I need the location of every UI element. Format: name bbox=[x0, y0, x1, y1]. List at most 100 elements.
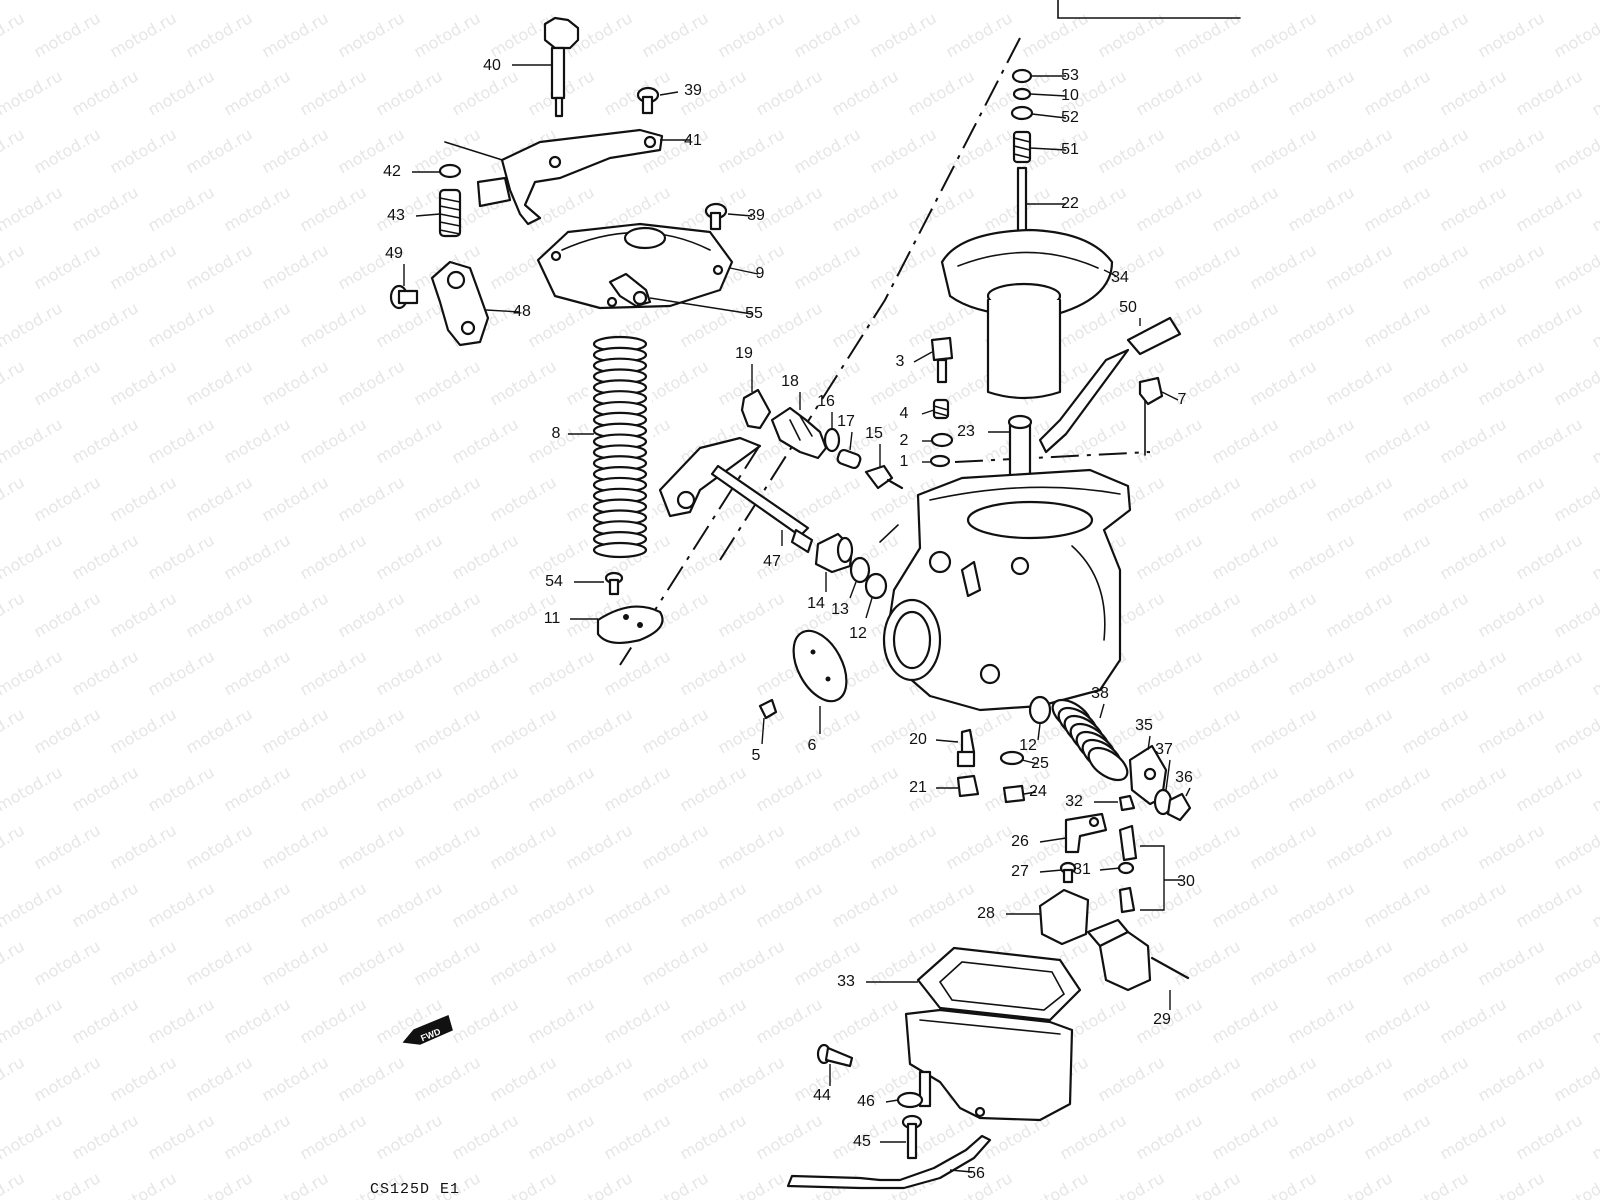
watermark-text: motod.ru bbox=[145, 878, 218, 931]
watermark-text: motod.ru bbox=[449, 1110, 522, 1163]
watermark-text: motod.ru bbox=[31, 8, 104, 61]
watermark-text: motod.ru bbox=[31, 588, 104, 641]
callout-34: 34 bbox=[1111, 269, 1129, 286]
watermark-text: motod.ru bbox=[525, 994, 598, 1047]
watermark-text: motod.ru bbox=[1171, 472, 1244, 525]
watermark-text: motod.ru bbox=[1057, 0, 1130, 3]
watermark-text: motod.ru bbox=[1551, 936, 1600, 989]
watermark-text: motod.ru bbox=[563, 936, 636, 989]
watermark-text: motod.ru bbox=[1437, 762, 1510, 815]
watermark-text: motod.ru bbox=[107, 704, 180, 757]
watermark-text: motod.ru bbox=[563, 1168, 636, 1200]
watermark-text: motod.ru bbox=[221, 414, 294, 467]
watermark-text: motod.ru bbox=[1247, 240, 1320, 293]
callout-9: 9 bbox=[756, 265, 765, 282]
part-16-oring bbox=[823, 427, 841, 453]
watermark-text: motod.ru bbox=[69, 994, 142, 1047]
watermark-text: motod.ru bbox=[1361, 1110, 1434, 1163]
watermark-text: motod.ru bbox=[335, 8, 408, 61]
watermark-text: motod.ru bbox=[563, 1052, 636, 1105]
part-27-screw bbox=[1059, 861, 1077, 884]
watermark-text: motod.ru bbox=[0, 356, 28, 409]
part-24-jet-holder bbox=[1002, 784, 1026, 804]
watermark-text: motod.ru bbox=[0, 66, 66, 119]
part-55-clip bbox=[608, 272, 652, 308]
watermark-text: motod.ru bbox=[297, 530, 370, 583]
part-30-needle-valve bbox=[1117, 824, 1138, 914]
watermark-text: motod.ru bbox=[867, 704, 940, 757]
watermark-text: motod.ru bbox=[791, 820, 864, 873]
watermark-text: motod.ru bbox=[1247, 1168, 1320, 1200]
watermark-text: motod.ru bbox=[145, 414, 218, 467]
watermark-text: motod.ru bbox=[1551, 8, 1600, 61]
watermark-text: motod.ru bbox=[373, 762, 446, 815]
watermark-text: motod.ru bbox=[1437, 66, 1510, 119]
watermark-text: motod.ru bbox=[1323, 472, 1396, 525]
watermark-text: motod.ru bbox=[905, 66, 978, 119]
watermark-text: motod.ru bbox=[221, 762, 294, 815]
watermark-text: motod.ru bbox=[107, 124, 180, 177]
watermark-text: motod.ru bbox=[487, 472, 560, 525]
watermark-text: motod.ru bbox=[0, 240, 28, 293]
watermark-text: motod.ru bbox=[715, 1168, 788, 1200]
part-39-screw-lower bbox=[704, 202, 728, 231]
watermark-text: motod.ru bbox=[259, 820, 332, 873]
watermark-text: motod.ru bbox=[0, 1110, 66, 1163]
watermark-text: motod.ru bbox=[183, 1168, 256, 1200]
watermark-text: motod.ru bbox=[1589, 762, 1600, 815]
part-15-needle bbox=[864, 464, 904, 490]
callout-40: 40 bbox=[483, 57, 501, 74]
part-6-throttle-plate bbox=[792, 629, 848, 703]
watermark-text: motod.ru bbox=[1361, 530, 1434, 583]
watermark-text: motod.ru bbox=[1133, 646, 1206, 699]
watermark-text: motod.ru bbox=[259, 936, 332, 989]
watermark-text: motod.ru bbox=[639, 1168, 712, 1200]
watermark-text: motod.ru bbox=[145, 0, 218, 3]
watermark-text: motod.ru bbox=[715, 588, 788, 641]
leader-line bbox=[1037, 723, 1041, 741]
watermark-text: motod.ru bbox=[1475, 356, 1548, 409]
part-1-oring bbox=[929, 454, 951, 468]
watermark-text: motod.ru bbox=[69, 298, 142, 351]
watermark-text: motod.ru bbox=[0, 1168, 28, 1200]
part-42-washer bbox=[438, 163, 462, 179]
watermark-text: motod.ru bbox=[1399, 1168, 1472, 1200]
part-43-spring bbox=[438, 188, 462, 238]
watermark-text: motod.ru bbox=[867, 8, 940, 61]
watermark-text: motod.ru bbox=[981, 0, 1054, 3]
watermark-text: motod.ru bbox=[1133, 0, 1206, 3]
watermark-text: motod.ru bbox=[107, 1052, 180, 1105]
watermark-text: motod.ru bbox=[183, 240, 256, 293]
watermark-text: motod.ru bbox=[1247, 936, 1320, 989]
watermark-text: motod.ru bbox=[525, 878, 598, 931]
watermark-text: motod.ru bbox=[525, 1110, 598, 1163]
watermark-text: motod.ru bbox=[1475, 936, 1548, 989]
part-11-plate bbox=[596, 605, 664, 645]
diagram-code-label: CS125D E1 bbox=[370, 1181, 460, 1198]
callout-16: 16 bbox=[817, 393, 835, 410]
callout-7: 7 bbox=[1178, 391, 1187, 408]
part-34-diaphragm bbox=[940, 228, 1114, 400]
watermark-text: motod.ru bbox=[943, 820, 1016, 873]
watermark-text: motod.ru bbox=[373, 414, 446, 467]
watermark-text: motod.ru bbox=[1095, 1168, 1168, 1200]
watermark-text: motod.ru bbox=[905, 0, 978, 3]
leader-line bbox=[1029, 93, 1067, 97]
watermark-text: motod.ru bbox=[373, 878, 446, 931]
callout-24: 24 bbox=[1029, 783, 1047, 800]
watermark-text: motod.ru bbox=[525, 762, 598, 815]
watermark-text: motod.ru bbox=[1551, 124, 1600, 177]
watermark-text: motod.ru bbox=[829, 182, 902, 235]
part-32-seat bbox=[1118, 794, 1136, 812]
watermark-text: motod.ru bbox=[259, 8, 332, 61]
watermark-text: motod.ru bbox=[1513, 530, 1586, 583]
watermark-text: motod.ru bbox=[563, 704, 636, 757]
callout-47: 47 bbox=[763, 553, 781, 570]
bracket-30 bbox=[1140, 845, 1165, 911]
watermark-text: motod.ru bbox=[145, 1110, 218, 1163]
watermark-text: motod.ru bbox=[411, 356, 484, 409]
watermark-text: motod.ru bbox=[0, 646, 66, 699]
watermark-text: motod.ru bbox=[411, 820, 484, 873]
watermark-text: motod.ru bbox=[1057, 1110, 1130, 1163]
